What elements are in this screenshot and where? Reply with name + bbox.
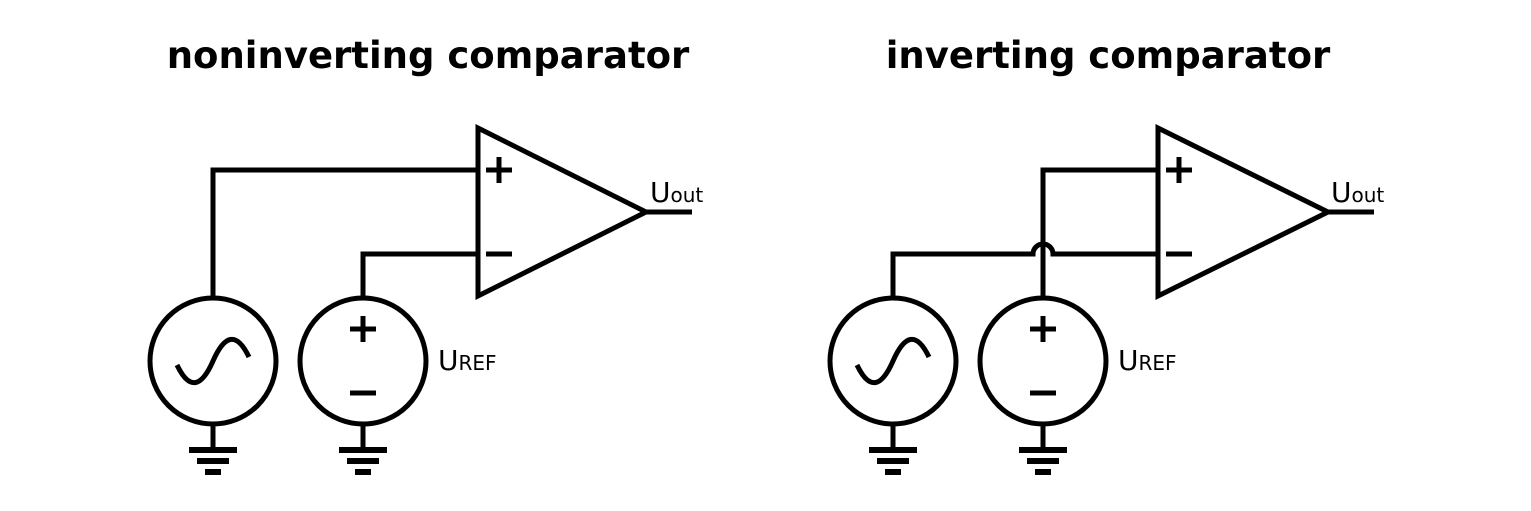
reference-label: UREF — [1118, 344, 1177, 377]
ac-source-icon — [827, 295, 959, 427]
inverting-opamp — [1155, 123, 1334, 301]
ground-icon — [869, 424, 917, 475]
inverting-title: inverting comparator — [886, 34, 1331, 77]
noninverting-opamp — [475, 123, 652, 301]
opamp-triangle-symbol — [475, 123, 652, 301]
plus-input-icon — [486, 157, 512, 183]
source-plus-icon — [1030, 316, 1056, 342]
reference-to-minus-wire — [360, 251, 478, 296]
output-label: Uout — [1331, 176, 1384, 209]
ground-icon — [339, 424, 387, 475]
noninverting-comparator-circuit: noninverting comparator Uout — [147, 34, 703, 475]
signal-to-plus-wire — [210, 167, 478, 296]
signal-to-minus-wire-with-crossover — [890, 241, 1158, 296]
dc-reference-source-icon — [977, 295, 1109, 427]
inverting-comparator-circuit: inverting comparator Uout — [827, 34, 1384, 475]
plus-input-icon — [1166, 157, 1192, 183]
dc-reference-source-icon — [297, 295, 429, 427]
noninverting-title: noninverting comparator — [167, 34, 690, 77]
ground-icon — [1019, 424, 1067, 475]
reference-label: UREF — [438, 344, 497, 377]
opamp-triangle-symbol — [1155, 123, 1334, 301]
ac-source-icon — [147, 295, 279, 427]
output-label: Uout — [650, 176, 703, 209]
source-plus-icon — [350, 316, 376, 342]
ground-icon — [189, 424, 237, 475]
reference-to-plus-wire — [1040, 167, 1158, 296]
